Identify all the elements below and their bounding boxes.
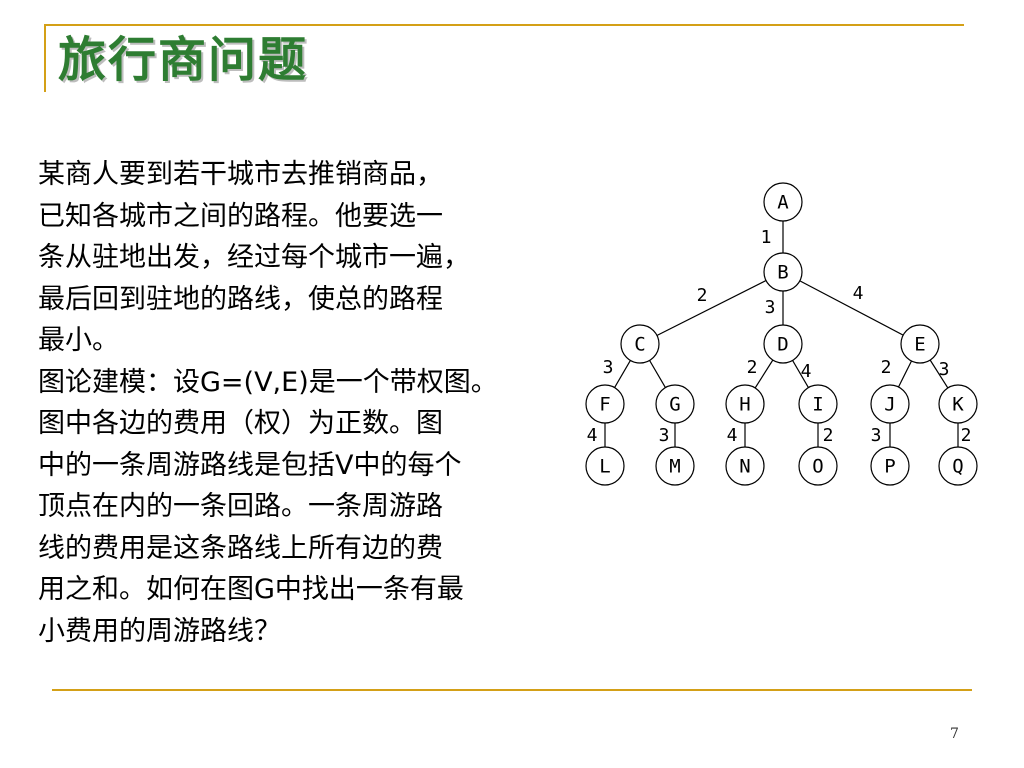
node-circle xyxy=(870,446,910,486)
title-accent-bar xyxy=(44,24,46,92)
node-label: O xyxy=(812,456,823,478)
edge-weight-label: 3 xyxy=(603,357,614,378)
body-line: 最小。 xyxy=(38,325,119,356)
node-circle xyxy=(655,384,695,424)
edge-weight-label: 2 xyxy=(823,425,834,446)
edge-weight-label: 4 xyxy=(587,425,598,446)
node-circle xyxy=(763,252,803,292)
node-label: E xyxy=(914,334,925,356)
edge-weight-label: 3 xyxy=(765,297,776,318)
tree-node-l: L xyxy=(585,446,625,486)
node-circle xyxy=(870,384,910,424)
edge-weight-label: 3 xyxy=(659,425,670,446)
node-label: J xyxy=(884,394,895,416)
tree-edge-B-E xyxy=(782,271,921,345)
edge-weight-label: 4 xyxy=(727,425,738,446)
tree-node-b: B xyxy=(763,252,803,292)
node-label: C xyxy=(634,334,645,356)
bottom-rule xyxy=(52,689,972,691)
node-label: F xyxy=(599,394,610,416)
tree-node-f: F xyxy=(585,384,625,424)
node-circle xyxy=(725,384,765,424)
edge-weight-label: 2 xyxy=(747,357,758,378)
body-line: 图中各边的费用（权）为正数。图 xyxy=(38,408,443,439)
tree-node-d: D xyxy=(763,324,803,364)
tree-node-m: M xyxy=(655,446,695,486)
edge-weight-label: 4 xyxy=(801,361,812,382)
node-circle xyxy=(655,446,695,486)
body-line: 某商人要到若干城市去推销商品， xyxy=(38,159,443,190)
edge-weight-label: 1 xyxy=(761,227,772,248)
node-circle xyxy=(938,446,978,486)
node-label: L xyxy=(599,456,610,478)
tree-node-c: C xyxy=(620,324,660,364)
node-circle xyxy=(798,384,838,424)
edge-weight-label: 2 xyxy=(961,425,972,446)
node-circle xyxy=(763,324,803,364)
tree-node-j: J xyxy=(870,384,910,424)
body-text: 某商人要到若干城市去推销商品， 已知各城市之间的路程。他要选一 条从驻地出发，经… xyxy=(38,154,578,652)
tree-node-h: H xyxy=(725,384,765,424)
node-circle xyxy=(798,446,838,486)
body-line: 最后回到驻地的路线，使总的路程 xyxy=(38,283,443,315)
body-line: 中的一条周游路线是包括V中的每个 xyxy=(38,449,462,481)
node-label: B xyxy=(777,262,788,284)
tree-diagram: 1 2 3 4 3 2 4 2 3 4 3 4 2 3 2 A B C D E F G H I J K L M N O P Q xyxy=(585,182,978,486)
node-label: P xyxy=(884,456,895,478)
node-label: H xyxy=(739,394,750,416)
node-label: M xyxy=(669,456,680,478)
node-circle xyxy=(725,446,765,486)
node-label: I xyxy=(812,394,823,416)
node-label: N xyxy=(739,456,750,478)
body-line: 线的费用是这条路线上所有边的费 xyxy=(38,532,443,564)
tree-node-p: P xyxy=(870,446,910,486)
tree-node-o: O xyxy=(798,446,838,486)
tree-node-i: I xyxy=(798,384,838,424)
tree-node-q: Q xyxy=(938,446,978,486)
tree-edge-B-C xyxy=(639,271,784,345)
node-label: K xyxy=(952,394,964,416)
tree-node-e: E xyxy=(900,324,940,364)
tree-node-a: A xyxy=(763,182,803,222)
edge-weight-label: 4 xyxy=(853,283,864,304)
top-rule xyxy=(44,24,964,26)
body-line: 图论建模：设G=(V,E)是一个带权图。 xyxy=(38,366,498,398)
slide-title: 旅行商问题 xyxy=(58,32,309,88)
node-label: A xyxy=(777,192,789,214)
node-circle xyxy=(900,324,940,364)
edge-weight-label: 3 xyxy=(871,425,882,446)
node-circle xyxy=(585,446,625,486)
body-line: 顶点在内的一条回路。一条周游路 xyxy=(38,491,443,522)
edge-weight-label: 2 xyxy=(697,285,708,306)
node-circle xyxy=(620,324,660,364)
node-circle xyxy=(938,384,978,424)
body-line: 已知各城市之间的路程。他要选一 xyxy=(38,200,443,232)
tree-node-k: K xyxy=(938,384,978,424)
tree-node-g: G xyxy=(655,384,695,424)
node-circle xyxy=(585,384,625,424)
body-line: 小费用的周游路线？ xyxy=(38,615,281,647)
node-circle xyxy=(763,182,803,222)
body-line: 用之和。如何在图G中找出一条有最 xyxy=(38,574,464,605)
body-line: 条从驻地出发，经过每个城市一遍， xyxy=(38,242,470,273)
page-number: 7 xyxy=(950,726,959,742)
node-label: Q xyxy=(952,456,963,478)
edge-weight-label: 2 xyxy=(881,357,892,378)
node-label: D xyxy=(777,334,788,356)
node-label: G xyxy=(669,394,680,416)
tree-node-n: N xyxy=(725,446,765,486)
edge-weight-label: 3 xyxy=(939,359,950,380)
